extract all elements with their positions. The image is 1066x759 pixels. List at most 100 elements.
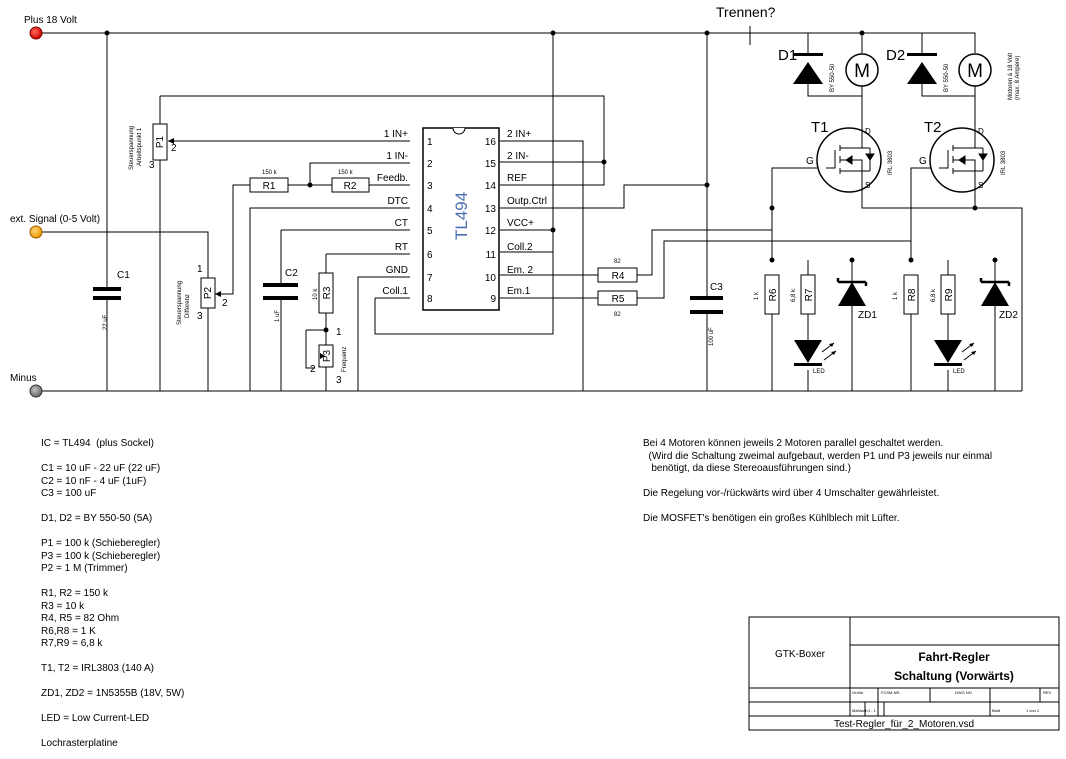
- tb-filename: Test-Regler_für_2_Motoren.vsd: [834, 719, 974, 730]
- svg-text:BY 550-50: BY 550-50: [830, 63, 836, 92]
- ic-pin-number: 4: [427, 204, 433, 215]
- tb-title-2: Schaltung (Vorwärts): [894, 669, 1014, 683]
- parts-list-line: R6,R8 = 1 K: [41, 625, 96, 637]
- note-line: (Wird die Schaltung zweimal aufgebaut, w…: [643, 450, 993, 462]
- ic-pin-number: 16: [485, 137, 497, 148]
- signal-wire: [36, 231, 209, 262]
- svg-text:82: 82: [614, 259, 621, 265]
- svg-text:Steuerspannung: Steuerspannung: [177, 281, 183, 325]
- svg-text:1 k: 1 k: [754, 291, 760, 300]
- svg-text:2: 2: [310, 364, 316, 375]
- zener-zd1: ZD1: [836, 278, 877, 321]
- svg-text:3: 3: [149, 160, 155, 171]
- resistor-r2: R2 150 k: [331, 170, 370, 193]
- trennen-label: Trennen?: [716, 4, 776, 20]
- t2-label: T2: [924, 119, 942, 136]
- t1-drain-label: D: [865, 127, 871, 136]
- svg-text:ZD1: ZD1: [858, 310, 877, 321]
- parts-list-line: [41, 726, 184, 739]
- mosfet-t1: [816, 112, 882, 193]
- zener-zd2: ZD2: [979, 278, 1018, 321]
- ic-name: TL494: [452, 192, 471, 240]
- t1-gate-label: G: [806, 156, 814, 167]
- ic-pin-name: Em. 2: [507, 265, 534, 276]
- ic-pin-number: 3: [427, 181, 433, 192]
- tb-dwg: DWG NO: [955, 690, 972, 695]
- svg-text:6,8 k: 6,8 k: [791, 288, 797, 302]
- svg-text:R7: R7: [804, 288, 815, 301]
- svg-text:C1: C1: [117, 270, 130, 281]
- title-block: [748, 616, 1060, 731]
- svg-text:Arbeitspunkt 1: Arbeitspunkt 1: [137, 127, 143, 166]
- svg-text:2: 2: [222, 298, 228, 309]
- svg-text:D2: D2: [886, 47, 905, 64]
- ic-pin-number: 10: [485, 273, 497, 284]
- svg-text:1: 1: [336, 327, 342, 338]
- svg-text:Differenz: Differenz: [185, 294, 191, 318]
- plus-rail-label: Plus 18 Volt: [24, 15, 77, 26]
- parts-list-line: R1, R2 = 150 k: [41, 588, 108, 599]
- parts-list-line: C3 = 100 uF: [41, 488, 97, 499]
- resistor-r4: R4 82: [597, 259, 638, 283]
- svg-text:LED: LED: [813, 369, 825, 375]
- motor-2: M: [958, 53, 992, 87]
- ic-tl494: TL494: [422, 127, 500, 311]
- ic-pin-number: 12: [485, 226, 497, 237]
- ic-pin-number: 7: [427, 273, 433, 284]
- mosfet-t2: [929, 112, 995, 193]
- parts-list-line: T1, T2 = IRL3803 (140 A): [41, 663, 154, 674]
- svg-text:LED: LED: [953, 369, 965, 375]
- resistor-r6: R6 1 k: [754, 274, 780, 315]
- svg-text:C3: C3: [710, 282, 723, 293]
- svg-text:ZD2: ZD2: [999, 310, 1018, 321]
- svg-text:R3: R3: [322, 286, 333, 299]
- ic-pin-name: Coll.1: [382, 286, 408, 297]
- ic-pin-name: Em.1: [507, 286, 531, 297]
- potentiometer-p3: P3 1 2 3 Frequenz: [310, 327, 348, 386]
- svg-text:3: 3: [336, 375, 342, 386]
- ic-pin-number: 9: [490, 294, 496, 305]
- svg-text:M: M: [854, 61, 870, 82]
- svg-text:Steuerspannung: Steuerspannung: [129, 126, 135, 170]
- ic-pin-number: 5: [427, 226, 433, 237]
- parts-list-line: C1 = 10 uF - 22 uF (22 uF): [41, 463, 161, 474]
- ic-pin-name: 2 IN+: [507, 129, 531, 140]
- ic-pin-number: 6: [427, 250, 433, 261]
- ic-pin-number: 14: [485, 181, 497, 192]
- t2-drain-label: D: [978, 127, 984, 136]
- ic-pin-number: 2: [427, 159, 433, 170]
- parts-list-line: D1, D2 = BY 550-50 (5A): [41, 513, 153, 524]
- ic-pin-name: REF: [507, 173, 527, 184]
- tb-blatt: Blatt: [992, 708, 1001, 713]
- ic-pin-labels: 1 IN+11 IN-2Feedb.3DTC4CT5RT6GND7Coll.18…: [377, 129, 547, 305]
- resistor-r5: R5 82: [597, 290, 638, 318]
- junction-dots: [104, 30, 998, 333]
- parts-list-line: IC = TL494 (plus Sockel): [41, 438, 154, 449]
- t2-type-label: IRL 3803: [1001, 150, 1007, 175]
- potentiometer-p2: P2 1 2 3 Steuerspannung Differenz: [177, 264, 228, 325]
- ic-pin-name: Outp.Ctrl: [507, 196, 547, 207]
- capacitor-c3: C3 100 uF: [690, 282, 723, 346]
- ic-pin-name: 1 IN-: [386, 151, 408, 162]
- svg-text:R5: R5: [612, 294, 625, 305]
- ic-pin-number: 1: [427, 137, 433, 148]
- parts-list-line: Lochrasterplatine: [41, 738, 118, 749]
- parts-list-line: LED = Low Current-LED: [41, 713, 150, 724]
- ic-pin-name: 2 IN-: [507, 151, 529, 162]
- capacitor-c2: C2 1 uF: [263, 268, 298, 322]
- note-line: benötigt, da diese Stereoausführungen si…: [643, 463, 851, 474]
- svg-text:Frequenz: Frequenz: [342, 347, 348, 372]
- minus-rail-label: Minus: [10, 373, 37, 384]
- svg-text:3: 3: [197, 311, 203, 322]
- svg-text:150 k: 150 k: [338, 170, 354, 176]
- plus-terminal-icon: [29, 26, 43, 40]
- svg-text:6,8 k: 6,8 k: [931, 288, 937, 302]
- ic-pin-number: 13: [485, 204, 497, 215]
- tb-title-1: Fahrt-Regler: [918, 650, 990, 664]
- motor-1: M: [845, 53, 879, 87]
- minus-terminal-icon: [29, 384, 43, 398]
- svg-text:150 k: 150 k: [262, 170, 278, 176]
- ic-pin-name: 1 IN+: [384, 129, 408, 140]
- signal-terminal-icon: [29, 225, 43, 239]
- parts-list-line: [41, 701, 184, 714]
